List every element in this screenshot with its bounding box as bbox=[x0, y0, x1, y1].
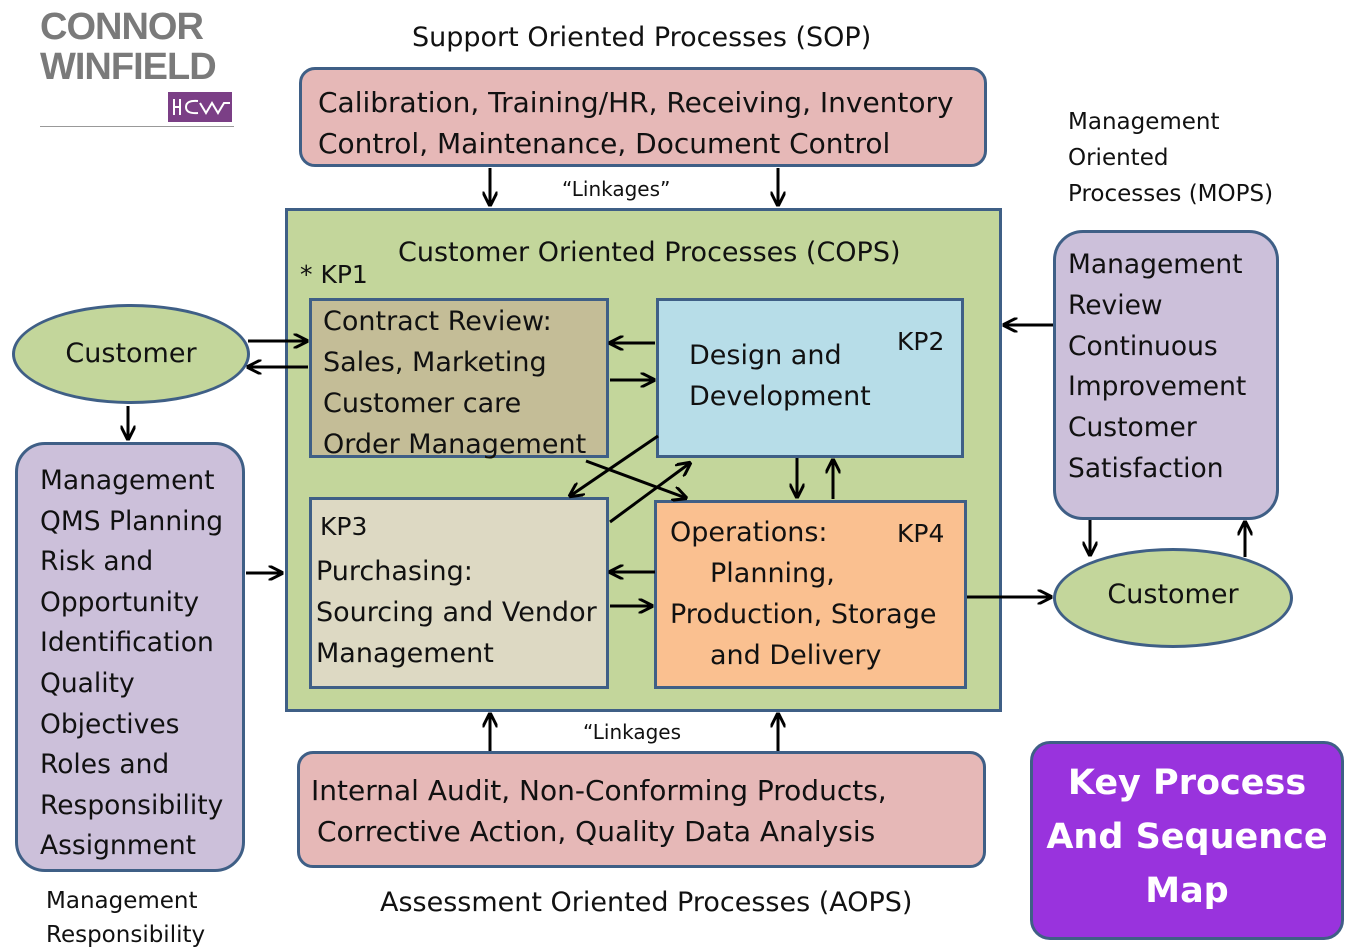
kp1-line: Sales, Marketing bbox=[323, 347, 547, 378]
kp1-line: Customer care bbox=[323, 388, 522, 419]
sop-line: Calibration, Training/HR, Receiving, Inv… bbox=[318, 86, 954, 119]
kp4-box: KP4 Operations: Planning, Production, St… bbox=[654, 500, 967, 689]
kp1-tag: * KP1 bbox=[300, 260, 368, 289]
kp3-line: Purchasing: bbox=[316, 556, 473, 587]
kp2-to-kp3-diagonal-arrow bbox=[570, 434, 659, 496]
customer-left-label: Customer bbox=[65, 338, 197, 369]
kp1-box: Contract Review: Sales, Marketing Custom… bbox=[309, 298, 609, 460]
customer-right-ellipse: Customer bbox=[1053, 548, 1293, 648]
kp3-text: Purchasing: Sourcing and Vendor Manageme… bbox=[316, 551, 597, 674]
kp1-line: Order Management bbox=[323, 429, 587, 460]
logo-divider bbox=[40, 126, 234, 127]
management-line: Roles and bbox=[40, 749, 170, 781]
mops-title-line: Processes (MOPS) bbox=[1068, 181, 1274, 207]
mops-line: Review bbox=[1068, 289, 1163, 321]
linkages-bottom-label: “Linkages bbox=[583, 720, 682, 744]
management-box: Management QMS Planning Risk and Opportu… bbox=[15, 442, 245, 872]
mops-line: Customer bbox=[1068, 412, 1197, 444]
cops-title: Customer Oriented Processes (COPS) bbox=[398, 237, 901, 268]
aops-line: Internal Audit, Non-Conforming Products, bbox=[311, 774, 887, 807]
mops-title-line: Management bbox=[1068, 109, 1220, 135]
logo-line-2: WINFIELD bbox=[40, 46, 217, 88]
management-line: Objectives bbox=[40, 708, 180, 740]
mops-text: Management Review Continuous Improvement… bbox=[1068, 245, 1246, 490]
mops-title: Management Oriented Processes (MOPS) bbox=[1068, 104, 1273, 212]
management-line: Management bbox=[40, 465, 215, 496]
key-map-line: Key Process bbox=[1067, 763, 1307, 803]
key-map-line: Map bbox=[1145, 871, 1229, 911]
management-text: Management QMS Planning Risk and Opportu… bbox=[40, 461, 223, 867]
mops-line: Continuous bbox=[1068, 330, 1218, 362]
mops-line: Management bbox=[1068, 249, 1243, 280]
kp1-to-kp4-diagonal-arrow bbox=[585, 459, 686, 498]
kp3-tag: KP3 bbox=[320, 512, 368, 541]
sop-box: Calibration, Training/HR, Receiving, Inv… bbox=[299, 67, 987, 167]
company-logo: CONNOR WINFIELD bbox=[40, 6, 234, 127]
kp1-line: Contract Review: bbox=[323, 306, 552, 337]
management-caption-line: Management bbox=[46, 888, 198, 914]
kp2-box: KP2 Design and Development bbox=[656, 298, 964, 458]
management-line: Responsibility bbox=[40, 789, 224, 821]
management-line: Assignment bbox=[40, 830, 197, 862]
kp1-text: Contract Review: Sales, Marketing Custom… bbox=[323, 301, 586, 465]
management-line: Opportunity bbox=[40, 586, 200, 618]
kp2-line: Development bbox=[689, 381, 871, 412]
aops-box: Internal Audit, Non-Conforming Products,… bbox=[297, 751, 986, 868]
kp2-line: Design and bbox=[689, 340, 842, 371]
logo-mark-icon bbox=[168, 92, 232, 122]
customer-right-label: Customer bbox=[1107, 579, 1239, 610]
kp3-line: Management bbox=[316, 638, 494, 669]
mops-title-line: Oriented bbox=[1068, 145, 1169, 171]
key-map-line: And Sequence bbox=[1046, 817, 1328, 857]
kp3-to-kp2-diagonal-arrow bbox=[609, 463, 690, 524]
key-process-map-title: Key Process And Sequence Map bbox=[1033, 756, 1341, 918]
kp2-text: Design and Development bbox=[689, 335, 871, 417]
aops-line: Corrective Action, Quality Data Analysis bbox=[317, 815, 876, 848]
management-line: Identification bbox=[40, 627, 214, 659]
customer-left-ellipse: Customer bbox=[12, 304, 250, 404]
mops-box: Management Review Continuous Improvement… bbox=[1053, 230, 1279, 520]
key-process-map-box: Key Process And Sequence Map bbox=[1030, 741, 1344, 940]
mops-line: Improvement bbox=[1068, 371, 1247, 403]
kp4-line: Operations: bbox=[670, 517, 828, 548]
sop-text: Calibration, Training/HR, Receiving, Inv… bbox=[318, 82, 954, 164]
kp2-tag: KP2 bbox=[897, 327, 945, 356]
sop-line: Control, Maintenance, Document Control bbox=[318, 127, 891, 160]
aops-title: Assessment Oriented Processes (AOPS) bbox=[380, 887, 913, 918]
management-caption: Management Responsibility bbox=[46, 884, 205, 952]
kp4-line: and Delivery bbox=[710, 640, 882, 671]
logo-line-1: CONNOR bbox=[40, 6, 204, 48]
kp3-box: KP3 Purchasing: Sourcing and Vendor Mana… bbox=[309, 497, 609, 689]
management-line: Quality bbox=[40, 667, 135, 699]
management-line: QMS Planning bbox=[40, 505, 224, 537]
kp4-line: Production, Storage bbox=[670, 599, 937, 630]
sop-title: Support Oriented Processes (SOP) bbox=[412, 22, 872, 53]
kp3-line: Sourcing and Vendor bbox=[316, 597, 597, 628]
kp4-tag: KP4 bbox=[897, 519, 945, 548]
aops-text: Internal Audit, Non-Conforming Products,… bbox=[311, 770, 887, 852]
linkages-top-label: “Linkages” bbox=[562, 177, 671, 201]
kp4-line: Planning, bbox=[710, 558, 835, 589]
management-line: Risk and bbox=[40, 546, 154, 578]
mops-line: Satisfaction bbox=[1068, 452, 1224, 484]
management-caption-line: Responsibility bbox=[46, 922, 206, 948]
